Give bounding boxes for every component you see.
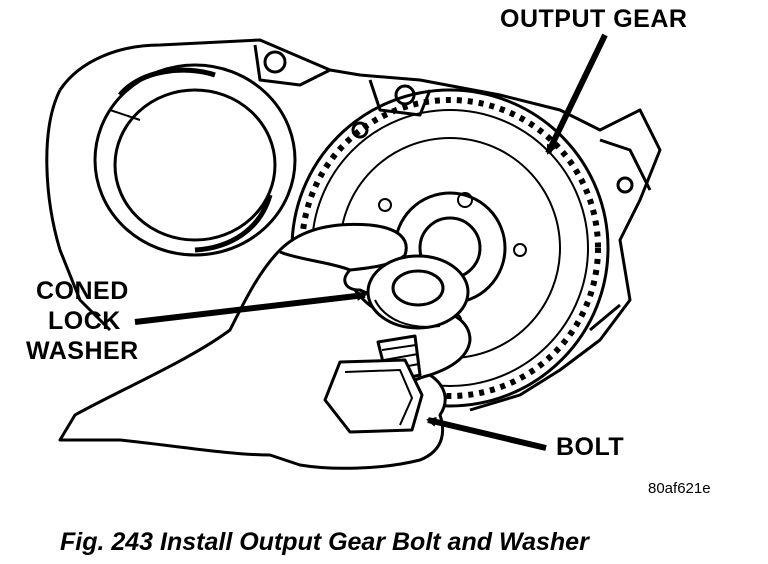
bolt — [323, 334, 424, 434]
coned-label-line-1: CONED — [36, 277, 129, 305]
output-gear-arrow — [545, 33, 608, 155]
coned-lock-washer — [366, 254, 470, 330]
reference-code: 80af621e — [648, 480, 711, 497]
bearing-race — [93, 63, 297, 257]
transmission-case — [45, 38, 662, 412]
bolt-arrow — [426, 416, 547, 451]
bolt-label: BOLT — [556, 433, 625, 461]
coned-label-line-3: WASHER — [26, 337, 139, 365]
figure-caption: Fig. 243 Install Output Gear Bolt and Wa… — [60, 528, 589, 556]
output-gear-label: OUTPUT GEAR — [500, 5, 688, 33]
washer-arrow — [134, 290, 367, 325]
output-gear — [290, 88, 610, 408]
coned-label-line-2: LOCK — [48, 307, 121, 335]
callout-arrows — [134, 33, 608, 451]
